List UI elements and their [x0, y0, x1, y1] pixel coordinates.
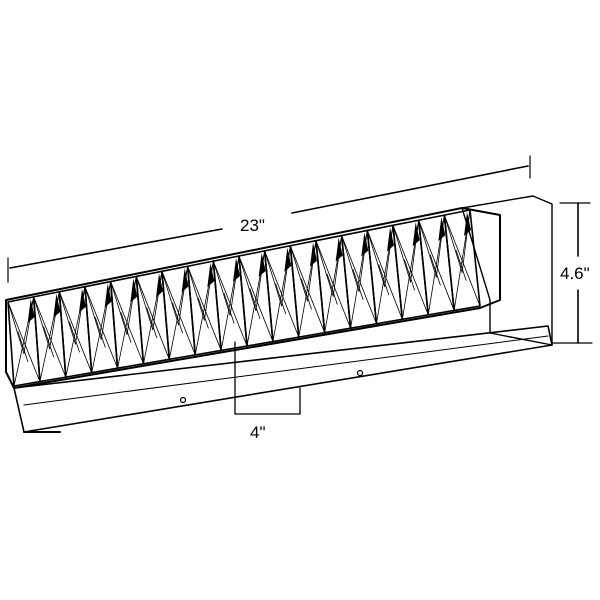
crystal-shadow: [181, 268, 189, 293]
crystal-shadow: [335, 237, 343, 262]
crystal-shadow: [258, 252, 266, 277]
crystal-band-top-edge: [5, 207, 463, 301]
crystal-facet-line: [326, 273, 338, 305]
crystal-facet-line: [264, 250, 283, 307]
crystal-facet-line: [315, 240, 334, 297]
crystal-facet-line: [255, 250, 266, 312]
width-label: 23": [240, 216, 265, 235]
crystal-facet-line: [410, 219, 420, 283]
crystal-facet-line: [341, 235, 360, 292]
crystal-facet-line: [238, 255, 257, 312]
crystal-facet-line: [281, 245, 291, 307]
fixture-body: [5, 195, 553, 433]
crystal-facet-line: [404, 259, 415, 291]
crystal-facet-line: [152, 270, 163, 331]
crystal-facet-line: [197, 297, 209, 329]
crystal-facet-line: [126, 276, 137, 335]
crystal-facet-line: [249, 288, 261, 320]
crystal-facet-line: [58, 291, 76, 345]
crystal-facet-line: [84, 286, 102, 340]
crystal-facet-line: [443, 214, 463, 273]
bottom-rail: [13, 325, 553, 433]
crystal-shadow: [53, 293, 61, 318]
crystal-facet-line: [212, 260, 231, 316]
crystal-facet-line: [146, 307, 158, 339]
mount-screw-left: [179, 396, 187, 404]
crystal-shadow: [79, 288, 86, 313]
crystal-shadow: [310, 242, 317, 267]
crystal-facet-line: [120, 312, 132, 343]
crystal-facet-line: [229, 255, 240, 316]
crystal-facet-line: [307, 240, 317, 302]
crystal-shadow: [412, 222, 420, 247]
height-label: 4.6": [560, 264, 590, 283]
crystal-facet-line: [17, 331, 29, 363]
crystal-facet-line: [110, 281, 128, 335]
crystal-facet-line: [135, 276, 154, 331]
crystal-facet-line: [384, 224, 394, 288]
crystal-facet-line: [161, 270, 179, 326]
crystal-facet-line: [455, 249, 467, 281]
crystal-band: [5, 207, 501, 389]
crystal-facet-line: [43, 326, 55, 358]
crystal-shadow: [104, 283, 112, 308]
crystal-band-bottom-edge: [13, 307, 481, 389]
crystal-shadow: [130, 278, 138, 303]
crystal-facet-line: [223, 292, 235, 324]
height-dimension: 4.6": [551, 202, 593, 344]
crystal-facet-line: [7, 301, 25, 355]
crystal-facet-line: [429, 254, 441, 286]
crystal-facet-line: [49, 291, 60, 350]
crystal-facet-line: [75, 286, 86, 345]
width-dimension: 23": [7, 155, 531, 283]
crystal-facet-line: [94, 316, 106, 348]
crystal-facet-line: [301, 278, 312, 310]
crystal-shadow: [464, 212, 471, 236]
crystal-shadow: [284, 247, 292, 272]
crystal-shadow: [156, 273, 163, 298]
crystal-shadow: [27, 298, 35, 323]
crystal-facet-line: [378, 264, 390, 296]
crystal-facet-line: [352, 269, 364, 300]
crystal-facet-line: [332, 235, 343, 297]
crystal-shadow: [438, 217, 446, 242]
crystal-facet-line: [69, 321, 80, 353]
crystal-facet-line: [418, 219, 437, 278]
crystal-facet-line: [172, 302, 183, 334]
crystal-facet-line: [203, 260, 214, 321]
crystal-facets: [7, 209, 481, 387]
crystal-facet-line: [358, 230, 368, 292]
crystal-shadow: [361, 232, 369, 257]
crystal-facet-line: [33, 296, 51, 350]
crystal-facet-line: [178, 265, 189, 326]
depth-label: 4": [250, 423, 266, 442]
bottom-rail-edge: [23, 335, 549, 406]
depth-dimension: 4": [234, 341, 301, 442]
width-dim-line-right: [291, 165, 529, 214]
crystal-facet-line: [100, 281, 112, 340]
width-dim-line-left: [9, 228, 223, 269]
crystal-facet-line: [23, 296, 35, 355]
crystal-facet-line: [289, 245, 308, 302]
crystal-shadow: [207, 263, 215, 288]
crystal-facet-line: [366, 230, 386, 288]
crystal-shadow: [387, 227, 394, 252]
crystal-facet-line: [187, 265, 205, 321]
crystal-shadow: [233, 258, 240, 282]
mount-screw-right: [356, 369, 364, 377]
crystal-facet-line: [275, 283, 287, 315]
crystal-facet-line: [435, 214, 445, 278]
crystal-facet-line: [392, 224, 411, 283]
